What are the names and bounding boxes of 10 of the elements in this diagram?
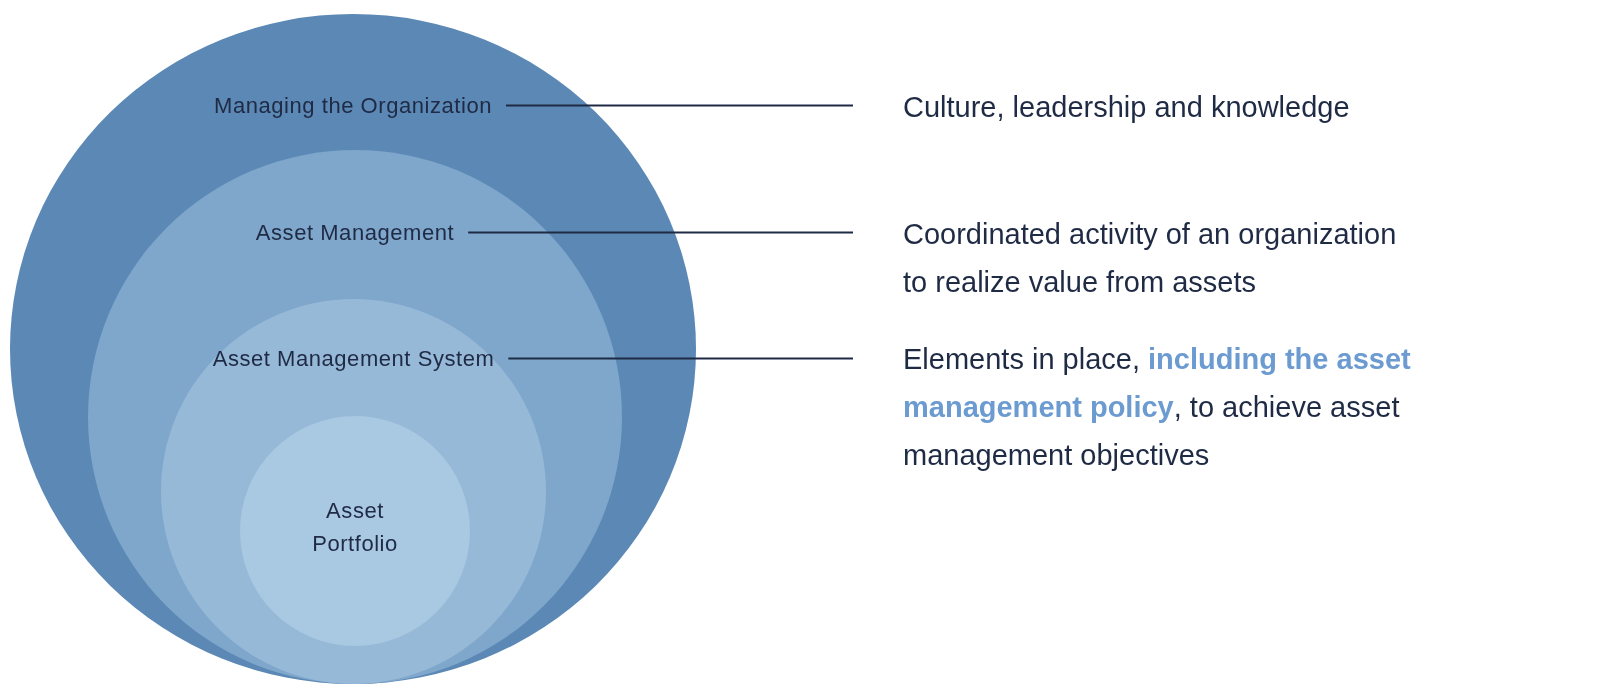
description-text: Coordinated activity of an organization to realize value from assets bbox=[903, 217, 1398, 300]
leader-line bbox=[467, 231, 854, 234]
leader-line bbox=[504, 104, 854, 107]
leader-line bbox=[507, 357, 854, 360]
circle-label: Asset Portfolio bbox=[311, 497, 399, 558]
circle-label: Asset Management bbox=[255, 219, 455, 247]
description-text: Elements in place, including the asset management policy, to achieve asset management objectives bbox=[903, 342, 1412, 473]
description-text: Culture, leadership and knowledge bbox=[903, 90, 1351, 125]
circle-label: Asset Management System bbox=[212, 345, 495, 373]
circle-label: Managing the Organization bbox=[214, 92, 492, 120]
